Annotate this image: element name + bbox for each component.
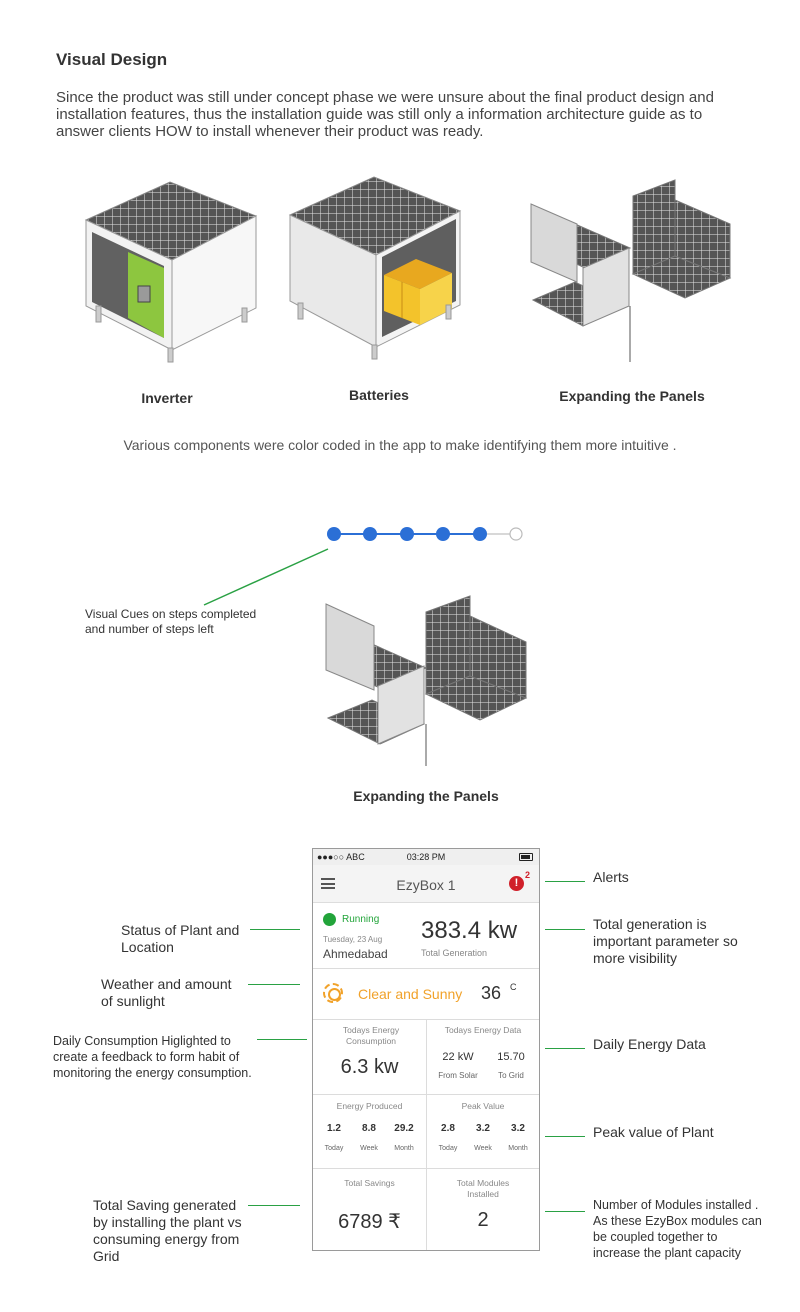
step-dot-5 <box>473 527 487 541</box>
status-time: 03:28 PM <box>406 852 446 862</box>
batteries-label: Batteries <box>349 387 409 403</box>
consumption-note: Daily Consumption Higlighted to create a… <box>53 1034 252 1080</box>
components-caption: Various components were color coded in t… <box>123 437 677 453</box>
alerts-note: Alerts <box>593 869 629 885</box>
peak-note: Peak value of Plant <box>593 1124 714 1140</box>
peak-value-month-label: Month <box>508 1145 528 1152</box>
peak-value-week: 3.2 <box>476 1123 490 1134</box>
app-title: EzyBox 1 <box>396 877 456 893</box>
total-generation-label: Total Generation <box>421 948 488 958</box>
running-status-dot <box>323 913 336 926</box>
status-connector <box>250 929 300 930</box>
to-grid-value: 15.70 <box>497 1051 525 1063</box>
temperature-unit: C <box>510 982 517 992</box>
peak-value-month: 3.2 <box>511 1123 525 1134</box>
batteries-illustration <box>288 176 462 360</box>
savings-connector <box>248 1205 300 1206</box>
peak-value-title: Peak Value <box>461 1101 505 1111</box>
inverter-illustration <box>84 181 258 363</box>
battery-icon <box>519 853 533 861</box>
step-dot-6 <box>509 527 523 541</box>
savings-modules-section: Total Savings 6789 ₹ Total Modules Insta… <box>313 1169 539 1250</box>
total-modules-title: Total Modules Installed <box>456 1178 510 1199</box>
peak-value-week-label: Week <box>474 1145 492 1152</box>
step-dot-2 <box>363 527 377 541</box>
alert-count-badge: 2 <box>525 870 531 880</box>
cue-connector-line <box>203 548 329 606</box>
modules-note: Number of Modules installed . As these E… <box>593 1198 762 1260</box>
from-solar-value: 22 kW <box>442 1051 474 1063</box>
savings-note: Total Saving generated by installing the… <box>93 1197 242 1264</box>
expanding-label-2: Expanding the Panels <box>353 788 499 804</box>
step-dot-3 <box>400 527 414 541</box>
expanding-panels-illustration-2 <box>325 595 528 766</box>
to-grid-label: To Grid <box>498 1071 524 1080</box>
daily-energy-connector <box>545 1048 585 1049</box>
energy-produced-week: 8.8 <box>362 1123 376 1134</box>
energy-section: Todays Energy Consumption 6.3 kw Todays … <box>313 1020 539 1095</box>
produced-peak-section: Energy Produced 1.2 Today 8.8 Week 29.2 … <box>313 1095 539 1169</box>
energy-produced-week-label: Week <box>360 1145 378 1152</box>
alerts-connector <box>545 881 585 882</box>
weather-condition: Clear and Sunny <box>358 986 463 1002</box>
sun-icon <box>323 983 343 1003</box>
alert-icon[interactable]: ! <box>509 876 524 891</box>
energy-produced-title: Energy Produced <box>336 1101 403 1111</box>
total-generation-value: 383.4 kw <box>421 917 518 944</box>
current-date: Tuesday, 23 Aug <box>323 935 383 944</box>
energy-produced-month-label: Month <box>394 1145 414 1152</box>
step-dot-4 <box>436 527 450 541</box>
modules-connector <box>545 1211 585 1212</box>
plant-location: Ahmedabad <box>323 947 388 961</box>
hamburger-menu-icon[interactable] <box>321 878 335 889</box>
from-solar-label: From Solar <box>438 1071 478 1080</box>
weather-connector <box>248 984 300 985</box>
inverter-label: Inverter <box>141 390 193 406</box>
status-section: Running Tuesday, 23 Aug Ahmedabad 383.4 … <box>313 904 539 969</box>
carrier-signal: ●●●○○ ABC <box>317 852 365 862</box>
status-bar: ●●●○○ ABC 03:28 PM <box>313 849 539 865</box>
peak-connector <box>545 1136 585 1137</box>
weather-note: Weather and amount of sunlight <box>101 976 232 1009</box>
status-note: Status of Plant and Location <box>121 922 240 955</box>
todays-consumption-title: Todays Energy Consumption <box>342 1025 400 1046</box>
visual-cues-note: Visual Cues on steps completed and numbe… <box>85 607 257 636</box>
running-status: Running <box>342 914 380 925</box>
total-modules-value: 2 <box>477 1209 489 1231</box>
temperature-value: 36 <box>481 983 502 1003</box>
weather-section: Clear and Sunny 36 C <box>313 969 539 1020</box>
expanding-panels-illustration <box>530 179 732 362</box>
step-dot-1 <box>327 527 341 541</box>
total-savings-value: 6789 ₹ <box>338 1211 401 1233</box>
todays-data-title: Todays Energy Data <box>444 1025 522 1035</box>
consumption-connector <box>257 1039 307 1040</box>
total-savings-title: Total Savings <box>344 1178 395 1188</box>
total-generation-note: Total generation is important parameter … <box>593 916 738 966</box>
phone-mockup: ●●●○○ ABC 03:28 PM EzyBox 1 ! 2 Running … <box>312 848 540 1251</box>
expanding-label: Expanding the Panels <box>559 388 705 404</box>
column-divider <box>426 1095 427 1169</box>
column-divider <box>426 1169 427 1250</box>
total-generation-connector <box>545 929 585 930</box>
energy-produced-month: 29.2 <box>394 1123 414 1134</box>
daily-energy-note: Daily Energy Data <box>593 1036 706 1052</box>
energy-produced-today: 1.2 <box>327 1123 341 1134</box>
todays-consumption-value: 6.3 kw <box>340 1056 399 1078</box>
section-heading: Visual Design <box>56 50 168 69</box>
step-progress-indicator <box>327 527 523 541</box>
energy-produced-today-label: Today <box>324 1145 344 1152</box>
intro-paragraph: Since the product was still under concep… <box>56 89 714 140</box>
peak-value-today: 2.8 <box>441 1123 455 1134</box>
peak-value-today-label: Today <box>438 1145 458 1152</box>
column-divider <box>426 1020 427 1095</box>
app-bar: EzyBox 1 ! 2 <box>313 865 539 903</box>
